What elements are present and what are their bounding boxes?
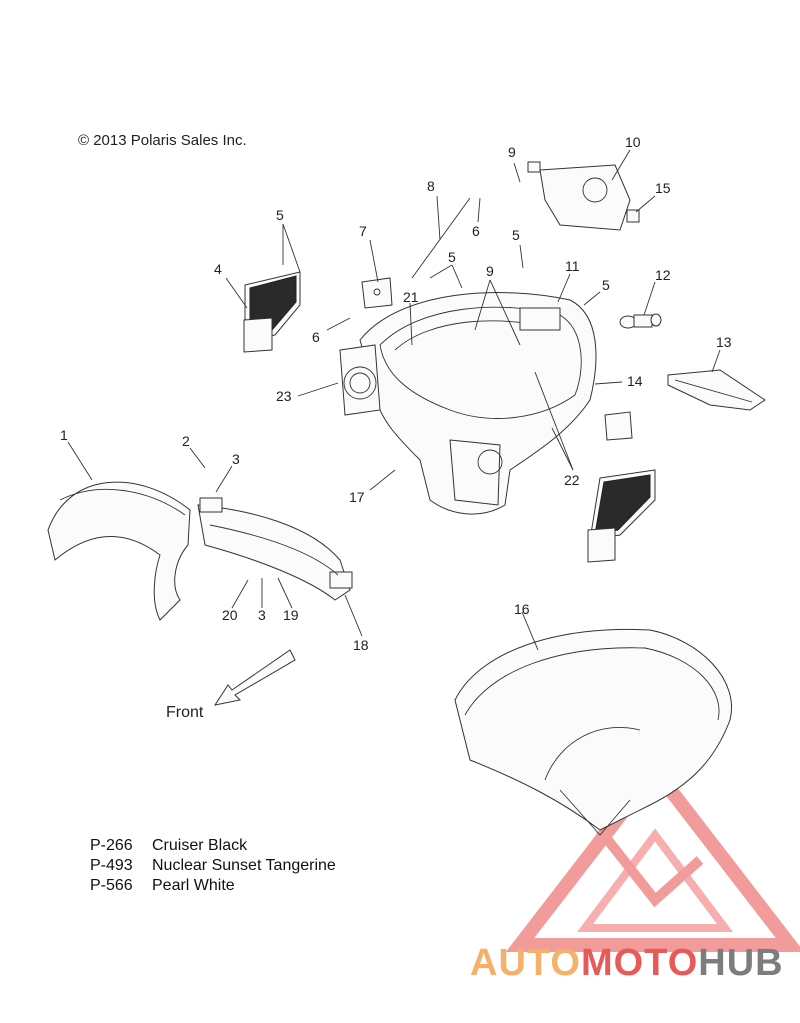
callout-15: 15 [655, 180, 671, 196]
callout-23: 23 [276, 388, 292, 404]
callout-7: 7 [359, 223, 367, 239]
part-4-speaker-grille [243, 271, 301, 353]
callout-5-upper: 5 [512, 227, 520, 243]
leader-lines [67, 149, 721, 651]
color-code-row: P-266 Cruiser Black [90, 836, 336, 856]
callout-13: 13 [716, 334, 732, 350]
callout-5-right: 5 [602, 277, 610, 293]
callout-numbers: 1 2 3 3 4 5 5 5 5 6 6 7 8 9 9 10 11 12 1… [60, 134, 732, 653]
callout-10: 10 [625, 134, 641, 150]
part-12-lock-cylinder [619, 313, 662, 329]
part-16-trunk-lid [454, 628, 732, 836]
front-label: Front [166, 704, 204, 721]
callout-9-top: 9 [508, 144, 516, 160]
callout-22: 22 [564, 472, 580, 488]
front-direction-arrow [213, 649, 296, 706]
callout-3-lower: 3 [258, 607, 266, 623]
callout-4: 4 [214, 261, 222, 277]
color-code: P-493 [90, 857, 133, 874]
callout-6-right: 6 [472, 223, 480, 239]
part-13-mat [667, 369, 766, 411]
callout-8: 8 [427, 178, 435, 194]
callout-2: 2 [182, 433, 190, 449]
watermark-logo [505, 758, 800, 952]
callout-1: 1 [60, 427, 68, 443]
part-10-latch-assembly [527, 161, 640, 231]
callout-14: 14 [627, 373, 643, 389]
color-name: Cruiser Black [152, 837, 248, 854]
callout-16: 16 [514, 601, 530, 617]
color-name: Pearl White [152, 877, 235, 894]
callout-9-mid: 9 [486, 263, 494, 279]
watermark-text-hub: HUB [698, 942, 783, 984]
color-name: Nuclear Sunset Tangerine [152, 857, 336, 874]
copyright-text: © 2013 Polaris Sales Inc. [78, 132, 247, 149]
callout-20: 20 [222, 607, 238, 623]
color-code-row: P-493 Nuclear Sunset Tangerine [90, 856, 336, 876]
watermark-text-auto: AUTO [470, 942, 581, 984]
svg-text:AUTOMOTOHUB: AUTOMOTOHUB [470, 942, 784, 984]
callout-11: 11 [565, 258, 580, 274]
callout-5-left: 5 [276, 207, 284, 223]
color-code: P-266 [90, 837, 133, 854]
callout-19: 19 [283, 607, 299, 623]
color-codes-list: P-266 Cruiser Black P-493 Nuclear Sunset T… [90, 836, 336, 896]
watermark-text-moto: MOTO [581, 942, 698, 984]
callout-18: 18 [353, 637, 369, 653]
color-code-row: P-566 Pearl White [90, 876, 336, 896]
callout-5-center: 5 [448, 249, 456, 265]
watermark-text: AUTOMOTOHUB [470, 942, 784, 984]
callout-21: 21 [403, 289, 419, 305]
right-speaker-grille [587, 411, 656, 563]
part-7-bracket [361, 277, 393, 309]
callout-12: 12 [655, 267, 671, 283]
callout-6-left: 6 [312, 329, 320, 345]
part-1-shell [47, 481, 191, 621]
callout-3-upper: 3 [232, 451, 240, 467]
color-code: P-566 [90, 877, 133, 894]
callout-17: 17 [349, 489, 365, 505]
part-14-trunk-tub [339, 292, 597, 515]
part-18-bracket [197, 497, 353, 601]
part-8-cable [411, 197, 471, 279]
